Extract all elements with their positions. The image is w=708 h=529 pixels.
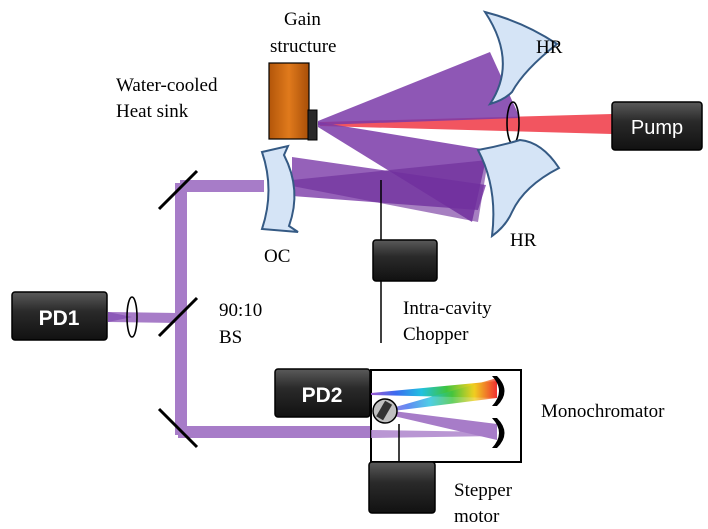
beam-gain-to-top-hr — [318, 52, 520, 125]
mono-mirror-top — [492, 376, 505, 406]
oc-label: OC — [264, 246, 290, 267]
bs-label-2: BS — [219, 327, 242, 348]
pd2-box — [274, 368, 371, 418]
chopper-motor — [372, 239, 438, 282]
hr-bottom-label: HR — [510, 230, 537, 251]
bs-label-1: 90:10 — [219, 300, 262, 321]
stepper-label-2: motor — [454, 506, 500, 527]
heat-sink — [268, 62, 310, 140]
pd1-label: PD1 — [39, 307, 80, 330]
pd1-box — [11, 291, 108, 341]
hr-top-label: HR — [536, 37, 563, 58]
fold-mirror-bottom — [157, 407, 199, 449]
stepper-motor-box — [368, 461, 436, 514]
gain-structure-label-2: structure — [270, 36, 336, 57]
output-beam-bottom — [178, 426, 372, 438]
chopper-label-1: Intra-cavity — [403, 298, 492, 319]
water-cooled-label-1: Water-cooled — [116, 75, 218, 96]
pd1-tap-beam-narrow — [108, 312, 132, 322]
pump-box — [611, 101, 703, 151]
mono-input-beam-2 — [371, 430, 497, 438]
water-cooled-label-2: Heat sink — [116, 101, 189, 122]
output-beam-top — [180, 180, 264, 192]
spectrum-to-grating — [385, 378, 497, 412]
pd1-tap-beam — [108, 312, 178, 323]
pd2-label: PD2 — [302, 384, 343, 407]
stepper-label-1: Stepper — [454, 480, 513, 501]
hr-mirror-bottom — [476, 138, 561, 239]
oc-mirror — [260, 144, 299, 233]
hr-mirror-top — [482, 10, 559, 106]
beam-bottom-hr-crossing — [292, 160, 488, 222]
pump-label: Pump — [631, 117, 683, 139]
mono-mirror-bottom — [492, 418, 505, 448]
fold-mirror-top — [157, 169, 199, 211]
gain-structure-label-1: Gain — [284, 9, 321, 30]
beam-splitter — [157, 296, 199, 338]
monochromator-label: Monochromator — [541, 401, 665, 422]
chopper-label-2: Chopper — [403, 324, 469, 345]
pump-beam — [320, 114, 612, 134]
pd1-lens — [126, 296, 138, 338]
grating — [376, 400, 393, 421]
output-beam-vertical — [175, 183, 187, 435]
gain-chip — [307, 109, 318, 141]
